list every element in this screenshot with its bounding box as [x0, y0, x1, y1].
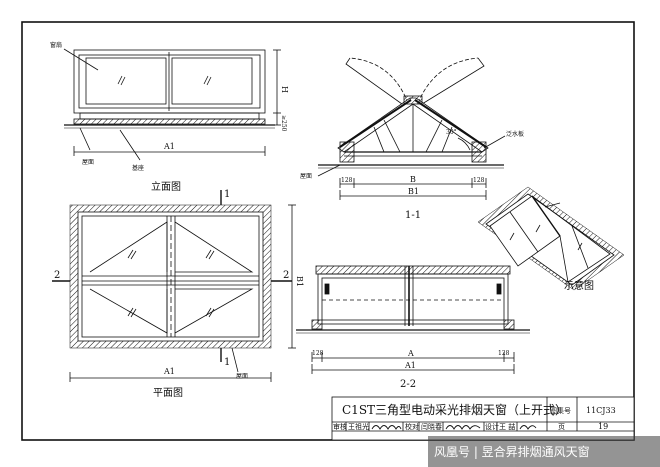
check-label: 校对 — [405, 422, 419, 431]
section-2-2-caption: 2-2 — [400, 379, 416, 390]
section-1-1-caption: 1-1 — [405, 210, 421, 221]
section-1-1-label-flashing: 泛水板 — [506, 130, 524, 138]
plan-dim-b1: B1 — [295, 276, 304, 287]
section-1-1-view — [317, 57, 506, 200]
checker-signature — [445, 425, 481, 430]
section-2-2-dim-a1: A1 — [404, 361, 416, 370]
plan-dim-a1: A1 — [163, 367, 175, 376]
title-block — [331, 396, 635, 441]
section-1-1-label-roof: 屋面 — [300, 173, 312, 180]
elevation-dim-250: ≥250 — [280, 115, 287, 132]
designer-signature — [519, 425, 537, 430]
checker-name: 闫晓春 — [421, 422, 442, 431]
elevation-caption: 立面图 — [151, 180, 181, 193]
iso-view — [477, 186, 625, 291]
section-2-2-dim-128-right: 128 — [498, 350, 510, 357]
plan-cut-1-top: 1 — [224, 189, 230, 200]
design-label: 设计 — [485, 422, 499, 431]
sheet-border — [21, 21, 635, 441]
elevation-label-base: 基座 — [132, 164, 144, 172]
watermark-backdrop — [428, 436, 660, 467]
plan-cut-2-left: 2 — [54, 270, 60, 281]
section-1-1-dim-b: B — [410, 175, 416, 184]
elevation-dim-h: H — [280, 86, 289, 93]
section-1-1-dim-128-left: 128 — [341, 177, 353, 184]
reviewer-name: 王祖光 — [348, 422, 369, 431]
elevation-label-roof: 屋面 — [82, 159, 94, 166]
plan-label-roof: 屋面 — [236, 373, 248, 380]
atlas-label: 图集号 — [550, 406, 571, 415]
page-label: 页 — [558, 423, 565, 431]
drawing-title: C1ST三角型电动采光排烟天窗（上开式） — [342, 403, 567, 417]
section-2-2-view — [296, 265, 530, 374]
elevation-label-glass: 窗扇 — [50, 41, 62, 49]
elevation-view — [63, 48, 281, 161]
section-1-1-dim-128-right: 128 — [473, 177, 485, 184]
watermark-text: 风凰号 | 昱合昇排烟通风天窗 — [434, 444, 590, 459]
section-2-2-dim-a: A — [407, 349, 414, 358]
section-2-2-dim-128-left: 128 — [312, 350, 324, 357]
reviewer-signature — [371, 425, 402, 430]
plan-cut-2-right: 2 — [283, 270, 289, 281]
section-1-1-dim-b1: B1 — [408, 187, 419, 196]
review-label: 审核 — [333, 422, 347, 431]
page-number: 19 — [598, 422, 608, 431]
plan-cut-1-bottom: 1 — [224, 357, 230, 368]
plan-view — [52, 190, 296, 382]
section-1-1-angle: 30° — [446, 129, 457, 136]
elevation-dim-a1: A1 — [163, 142, 175, 151]
plan-caption: 平面图 — [153, 387, 183, 399]
atlas-number: 11CJ33 — [586, 406, 616, 415]
designer-name: 王 喆 — [499, 422, 515, 431]
iso-caption: 示意图 — [564, 279, 594, 292]
